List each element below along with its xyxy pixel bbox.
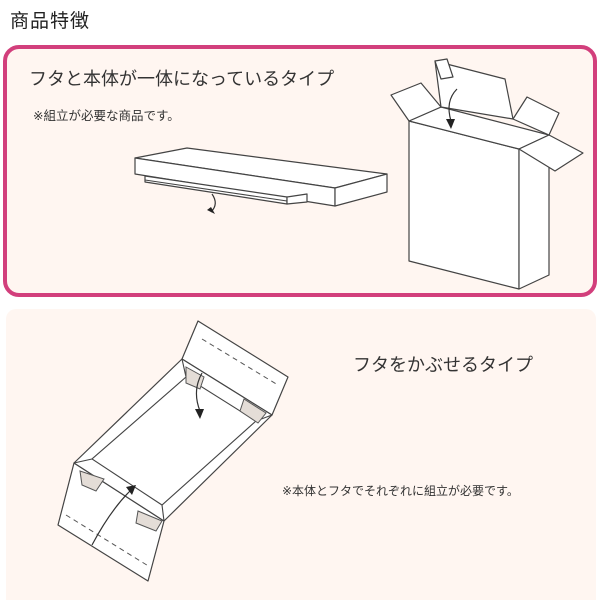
separate-lid-type-heading: フタをかぶせるタイプ: [353, 355, 533, 376]
separate-lid-type-panel: フタをかぶせるタイプ ※本体とフタでそれぞれに組立が必要です。: [6, 309, 596, 600]
tall-box-illustration: [390, 58, 584, 290]
integrated-lid-type-heading: フタと本体が一体になっているタイプ: [29, 69, 335, 90]
unfolded-tray-illustration: [57, 320, 289, 582]
integrated-lid-type-panel: フタと本体が一体になっているタイプ ※組立が必要な商品です。: [3, 45, 597, 297]
page-title: 商品特徴: [10, 10, 91, 32]
separate-assembly-note: ※本体とフタでそれぞれに組立が必要です。: [282, 484, 519, 498]
flat-box-illustration: [134, 147, 388, 214]
assembly-required-note: ※組立が必要な商品です。: [33, 108, 180, 123]
